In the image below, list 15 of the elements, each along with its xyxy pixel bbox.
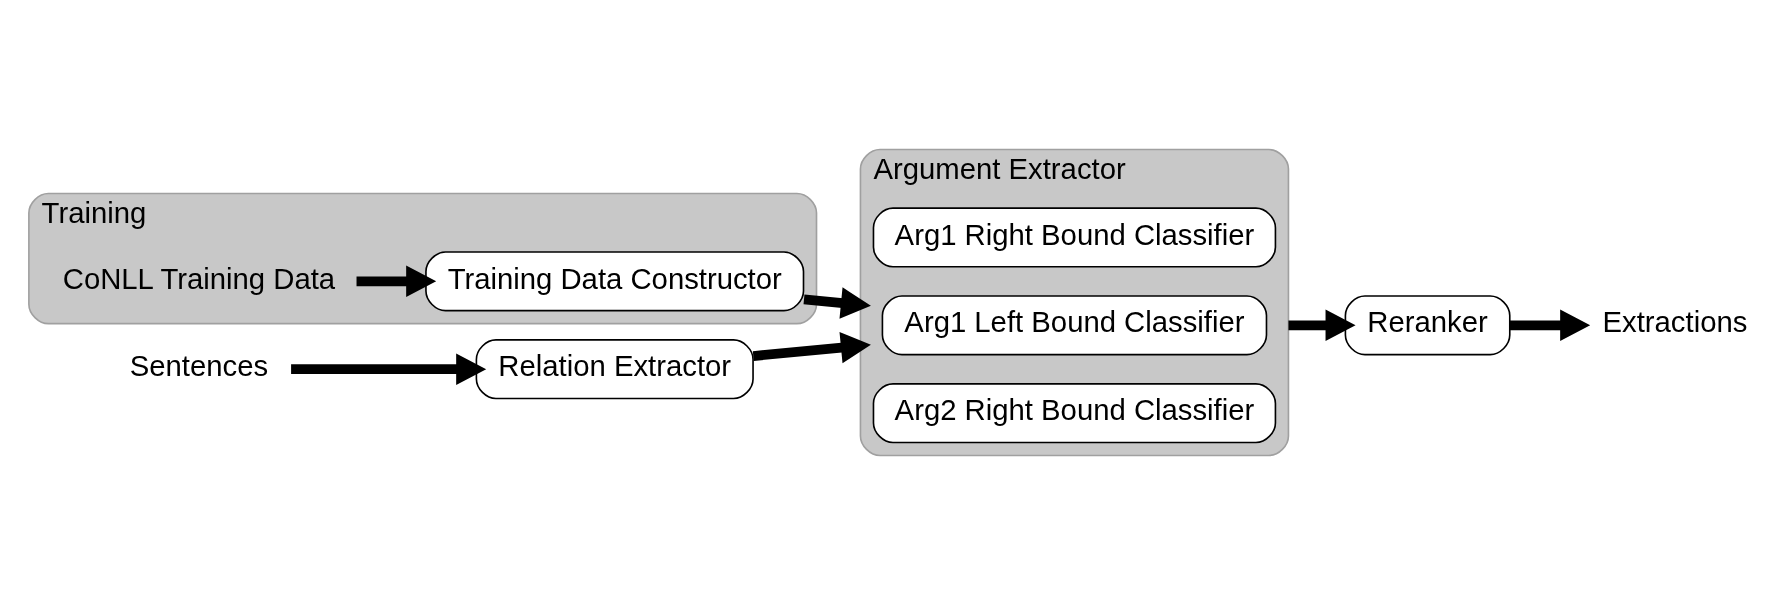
arrow — [803, 287, 871, 319]
arrow — [752, 331, 871, 364]
arrow — [356, 265, 436, 298]
node-box: Arg1 Left Bound Classifier — [881, 295, 1267, 356]
arrow — [290, 353, 486, 385]
node-box: Training Data Constructor — [424, 251, 804, 312]
node-text: Extractions — [1602, 305, 1747, 339]
node-text: CoNLL Training Data — [62, 261, 335, 295]
node-box: Reranker — [1344, 295, 1511, 356]
arrow — [1287, 309, 1356, 342]
node-box: Relation Extractor — [475, 339, 754, 400]
node-text: Sentences — [129, 349, 268, 383]
arrow — [1509, 309, 1590, 342]
node-box: Arg2 Right Bound Classifier — [872, 383, 1276, 444]
node-box: Arg1 Right Bound Classifier — [872, 207, 1276, 268]
